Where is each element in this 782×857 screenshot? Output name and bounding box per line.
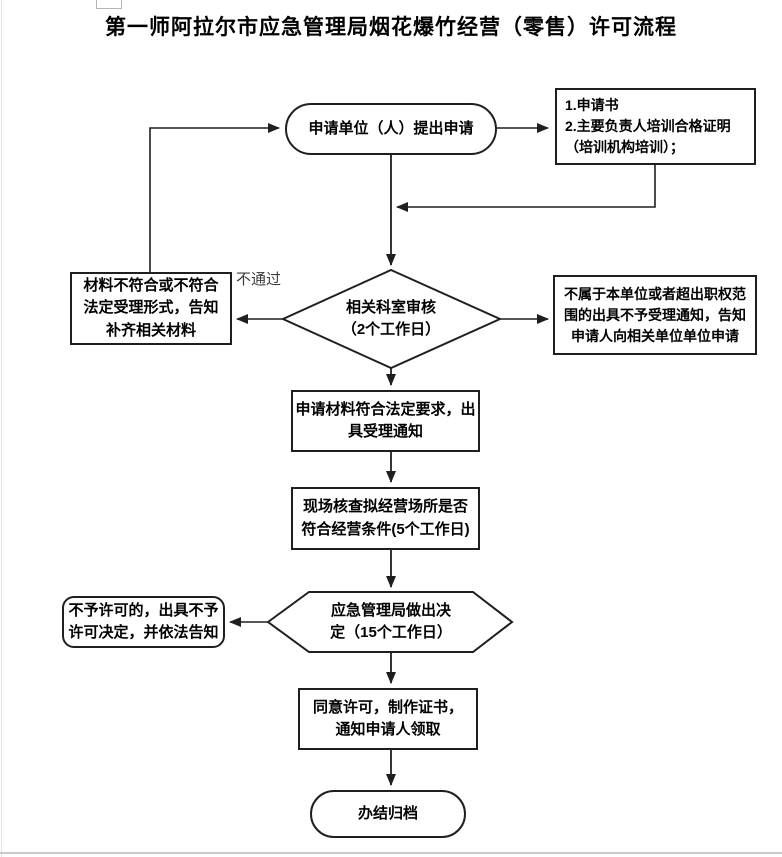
fail-edge-label: 不通过 [236,271,282,288]
ruler-crop-mark [96,0,97,8]
not-accepted-label: 不属于本单位或者超出职权范 围的出具不予受理通知，告知 申请人向相关单位单位申请 [564,285,746,344]
page-title: 第一师阿拉尔市应急管理局烟花爆竹经营（零售）许可流程 [105,16,677,39]
end-label: 办结归档 [357,804,418,822]
deny-label: 不予许可的，出具不予 许可决定，并依法告知 [68,601,219,642]
not-accepted-box: 不属于本单位或者超出职权范 围的出具不予受理通知，告知 申请人向相关单位单位申请 [553,275,757,355]
deny-box: 不予许可的，出具不予 许可决定，并依法告知 [62,596,225,648]
approve-box: 同意许可，制作证书， 通知申请人领取 [298,688,478,750]
materials-label: 1.申请书 2.主要负责人培训合格证明 （培训机构培训）； [565,97,731,155]
site-check-label: 现场核查拟经营场所是否 符合经营条件(5个工作日) [301,498,470,538]
ruler-crop-mark [121,0,122,8]
edge-materials-to-spine [396,165,656,212]
ruler-crop-mark [96,8,122,9]
approve-label: 同意许可，制作证书， 通知申请人领取 [312,698,463,739]
decision-hexagon-label: 应急管理局做出决 定（15个工作日） [330,601,452,642]
start-terminator: 申请单位（人）提出申请 [285,103,497,155]
supplement-label: 材料不符合或不符合 法定受理形式，告知 补齐相关材料 [83,276,219,339]
edge-supplement-to-start [149,123,280,272]
review-diamond-label: 相关科室审核 （2个工作日） [341,298,441,339]
end-terminator: 办结归档 [310,790,466,838]
page-edge-line [1,0,2,857]
materials-box: 1.申请书 2.主要负责人培训合格证明 （培训机构培训）； [555,88,756,165]
review-diamond-shape [280,268,503,370]
accept-box: 申请材料符合法定要求，出 具受理通知 [291,390,480,452]
start-label: 申请单位（人）提出申请 [308,119,474,137]
accept-label: 申请材料符合法定要求，出 具受理通知 [295,400,476,441]
site-check-box: 现场核查拟经营场所是否 符合经营条件(5个工作日) [291,487,480,550]
supplement-box: 材料不符合或不符合 法定受理形式，告知 补齐相关材料 [70,272,232,345]
decision-hexagon-shape [266,591,514,653]
page-bottom-line [0,852,782,854]
